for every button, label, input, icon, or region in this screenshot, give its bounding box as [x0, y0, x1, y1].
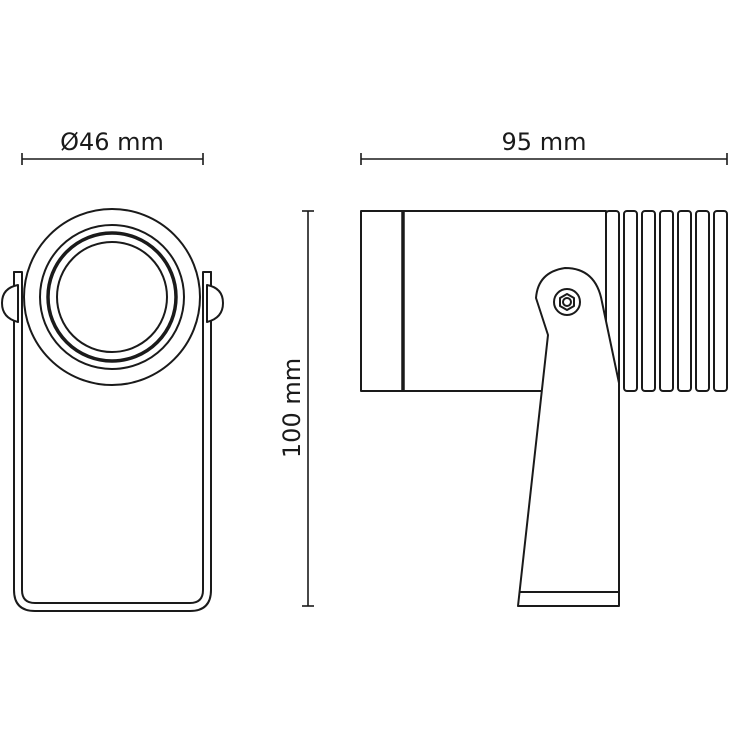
pivot-knob-right: [206, 284, 224, 323]
front-view: Ø46 mm: [1, 128, 224, 612]
length-dimension-line: [360, 153, 728, 165]
pivot-knob-left: [1, 284, 19, 323]
front-bracket: [13, 271, 212, 612]
diameter-dimension-line: [21, 153, 204, 165]
height-dimension-line: [302, 210, 314, 607]
lens-head: [23, 208, 201, 386]
heat-sink-fins: [605, 210, 728, 392]
diameter-label: Ø46 mm: [60, 128, 164, 156]
length-label: 95 mm: [502, 128, 587, 156]
height-label: 100 mm: [278, 358, 306, 458]
side-view: 95 mm: [360, 128, 728, 607]
mounting-arm: [517, 267, 620, 607]
pivot-bolt: [553, 288, 581, 316]
